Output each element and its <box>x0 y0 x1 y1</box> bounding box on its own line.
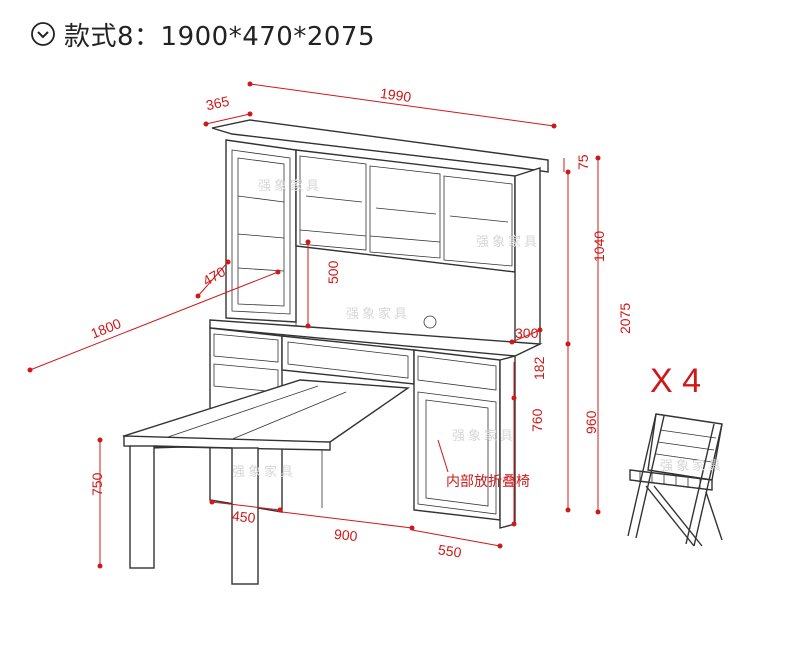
dim-table-extension: 1800 <box>88 315 123 342</box>
watermark: 强象家具 <box>476 234 540 250</box>
dim-crown-height: 75 <box>575 154 591 170</box>
dim-open-shelf-height: 500 <box>325 260 341 284</box>
dim-counter-depth: 300 <box>515 325 539 341</box>
page-title: 款式8：1900*470*2075 <box>64 21 376 52</box>
watermark: 强象家具 <box>346 306 410 322</box>
chair-quantity: X 4 <box>650 362 701 400</box>
desk-base <box>209 319 543 529</box>
header: 款式8：1900*470*2075 <box>30 14 375 54</box>
dim-desk-height: 960 <box>583 410 599 434</box>
folding-chair <box>627 413 723 547</box>
watermark: 强象家具 <box>660 458 724 474</box>
dim-drawer-height: 182 <box>531 356 547 380</box>
circle-chevron-down-icon <box>31 22 55 46</box>
dim-door-height: 760 <box>529 408 545 432</box>
dim-cabinet-width: 550 <box>437 541 463 560</box>
dimension-lines <box>27 81 601 569</box>
dim-base-width: 900 <box>333 526 358 544</box>
hutch-upper <box>211 119 549 353</box>
dim-total-width: 1990 <box>379 85 412 105</box>
pullout-table <box>122 379 411 585</box>
watermark: 强象家具 <box>452 428 516 444</box>
dim-upper-height: 1040 <box>591 231 607 262</box>
dim-table-width: 450 <box>231 508 256 526</box>
dim-table-height: 750 <box>89 472 105 496</box>
dim-top-depth: 365 <box>204 93 230 114</box>
chair-storage-note: 内部放折叠椅 <box>446 474 530 490</box>
watermark: 强象家具 <box>232 464 296 480</box>
dim-total-height: 2075 <box>617 303 633 334</box>
watermark: 强象家具 <box>258 178 322 194</box>
